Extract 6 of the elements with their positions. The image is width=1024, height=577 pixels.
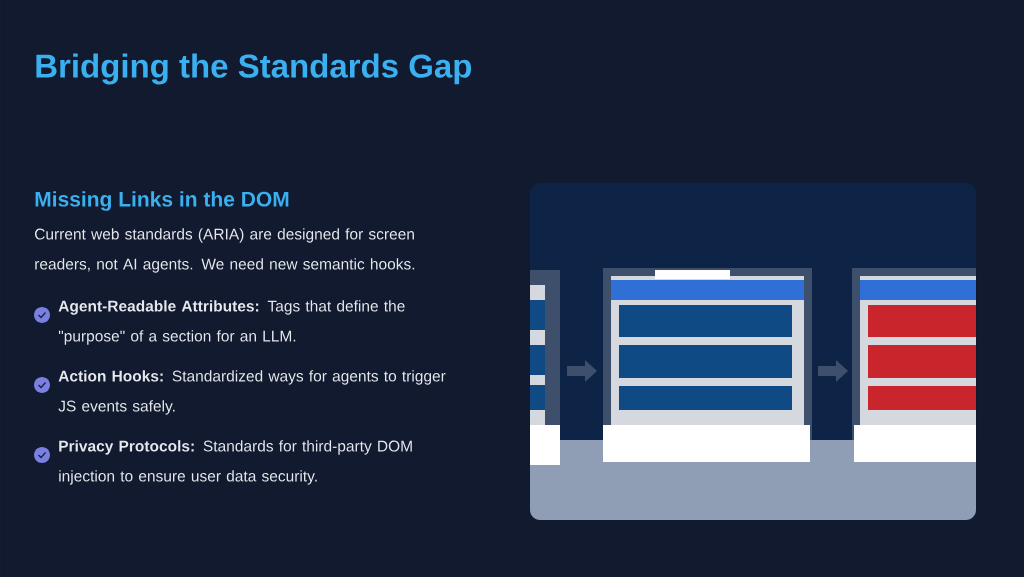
bullet-text: Privacy Protocols: Standards for third-party DOM injection to ensure user data security. xyxy=(59,440,412,485)
bullet-text: Agent-Readable Attributes: Tags that define the "purpose" of a section for an LLM. xyxy=(58,300,405,345)
section-heading: Missing Links in the DOM xyxy=(35,191,289,211)
intro-paragraph: Current web standards (ARIA) are designed for screen readers, not AI agents. We need new semantic hooks. xyxy=(35,228,415,273)
slide-title: Bridging the Standards Gap xyxy=(36,53,472,85)
bullet-text: Action Hooks: Standardized ways for agents to trigger JS events safely. xyxy=(58,370,446,415)
